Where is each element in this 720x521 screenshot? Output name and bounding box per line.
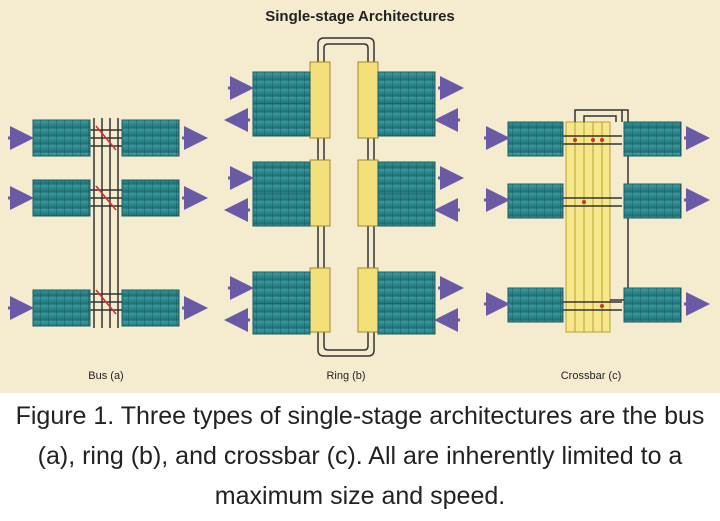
ring-loop <box>317 37 375 357</box>
bus-output-card <box>121 119 180 157</box>
bus-lines <box>90 118 122 328</box>
bus-input-card <box>32 119 91 157</box>
crossbar-output-cards <box>623 121 682 323</box>
crossbar-rows <box>563 135 622 311</box>
bus-input-card <box>32 179 91 217</box>
crossbar-crosspoints <box>573 138 604 308</box>
architecture-diagram <box>8 37 710 357</box>
bus-label: Bus (a) <box>88 370 124 382</box>
ring-left-cards <box>252 71 311 335</box>
bus-arrows <box>8 126 208 320</box>
crossbar-input-cards <box>507 121 564 323</box>
bus-output-card <box>121 179 180 217</box>
figure-caption: Figure 1. Three types of single-stage ar… <box>15 402 705 510</box>
ring-label: Ring (b) <box>326 370 366 382</box>
figure-title: Single-stage Architectures <box>265 8 455 25</box>
ring-right-cards <box>377 71 436 335</box>
crossbar-arrows <box>484 126 710 316</box>
bus-output-card <box>121 289 180 327</box>
crossbar-label: Crossbar (c) <box>560 370 622 382</box>
bus-input-card <box>32 289 91 327</box>
bus-architecture <box>8 118 208 328</box>
ring-bars <box>309 61 379 333</box>
crossbar-columns <box>574 122 603 332</box>
bus-path-marks <box>95 125 117 315</box>
crossbar-architecture <box>484 109 710 333</box>
ring-arrows <box>224 76 464 332</box>
ring-architecture <box>224 37 464 357</box>
crossbar-band <box>565 121 611 333</box>
